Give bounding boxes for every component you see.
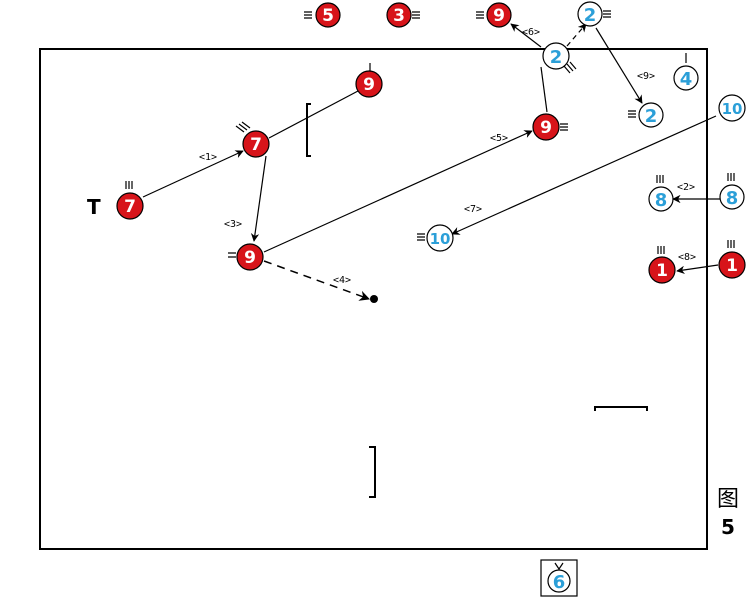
svg-text:10: 10 bbox=[430, 230, 451, 248]
dribble-line-4 bbox=[263, 260, 370, 301]
red-player: 9 bbox=[476, 2, 512, 28]
blue-player: 2 bbox=[628, 102, 664, 128]
svg-text:1: 1 bbox=[726, 256, 738, 276]
red-player: 5 bbox=[304, 2, 341, 28]
red-player: 7 bbox=[116, 181, 144, 220]
goal-marker-right bbox=[594, 406, 648, 411]
figure-caption: 图 5 bbox=[713, 486, 743, 540]
svg-text:1: 1 bbox=[656, 261, 668, 281]
step-label: <7> bbox=[464, 204, 482, 215]
step-label: <8> bbox=[678, 252, 696, 263]
svg-text:10: 10 bbox=[722, 100, 743, 118]
step-label: <9> bbox=[637, 71, 655, 82]
svg-text:6: 6 bbox=[553, 572, 566, 593]
svg-text:4: 4 bbox=[680, 69, 693, 90]
pass-line-1 bbox=[142, 150, 244, 198]
step-label: <5> bbox=[490, 133, 508, 144]
step-label: <1> bbox=[199, 152, 217, 163]
svg-text:2: 2 bbox=[550, 47, 563, 68]
figure-caption-prefix: 图 bbox=[716, 487, 739, 512]
pass-line-7 bbox=[451, 115, 717, 235]
goal-marker-bottom bbox=[369, 446, 376, 498]
red-player: 3 bbox=[386, 2, 420, 28]
figure-caption-number: 5 bbox=[721, 515, 735, 539]
svg-text:9: 9 bbox=[493, 6, 505, 26]
step-label: <3> bbox=[224, 219, 242, 230]
coach-marker: T bbox=[87, 195, 101, 219]
red-player: 9 bbox=[532, 113, 568, 141]
svg-text:3: 3 bbox=[393, 6, 405, 26]
pass-line-8 bbox=[676, 264, 719, 275]
goal-marker-left bbox=[306, 103, 311, 157]
run-line-7-to-9 bbox=[268, 90, 359, 139]
red-player: 9 bbox=[355, 63, 383, 98]
blue-player: 8 bbox=[719, 173, 745, 210]
svg-text:9: 9 bbox=[244, 248, 256, 268]
pass-line-5 bbox=[263, 130, 533, 253]
ball bbox=[370, 295, 378, 303]
svg-text:5: 5 bbox=[322, 6, 334, 26]
pass-line-6 bbox=[510, 23, 542, 48]
blue-player: 8 bbox=[648, 175, 674, 212]
step-label: <2> bbox=[677, 182, 695, 193]
red-player: 1 bbox=[648, 246, 676, 284]
pass-line-9 bbox=[595, 27, 643, 104]
dashed-run-2 bbox=[566, 23, 587, 47]
blue-player: 10 bbox=[417, 224, 454, 252]
svg-text:8: 8 bbox=[655, 190, 668, 211]
svg-text:7: 7 bbox=[250, 135, 262, 155]
pitch-boundary bbox=[39, 48, 708, 550]
svg-text:2: 2 bbox=[584, 5, 597, 26]
red-player: 7 bbox=[235, 121, 270, 158]
blue-player: 2 bbox=[542, 42, 577, 74]
blue-player: 2 bbox=[577, 1, 611, 27]
blue-player: 10 bbox=[718, 94, 746, 122]
svg-text:9: 9 bbox=[363, 75, 375, 95]
step-label: <6> bbox=[522, 27, 540, 38]
blue-player: 4 bbox=[673, 53, 699, 91]
step-label: <4> bbox=[333, 275, 351, 286]
svg-text:2: 2 bbox=[645, 106, 658, 127]
run-line-9-to-2 bbox=[540, 66, 548, 113]
red-player: 9 bbox=[228, 243, 264, 271]
red-player: 1 bbox=[718, 240, 746, 279]
svg-text:7: 7 bbox=[124, 197, 136, 217]
pass-line-3 bbox=[250, 155, 267, 242]
svg-text:9: 9 bbox=[540, 118, 552, 138]
goalkeeper: 6 bbox=[540, 559, 578, 597]
svg-text:8: 8 bbox=[726, 188, 739, 209]
